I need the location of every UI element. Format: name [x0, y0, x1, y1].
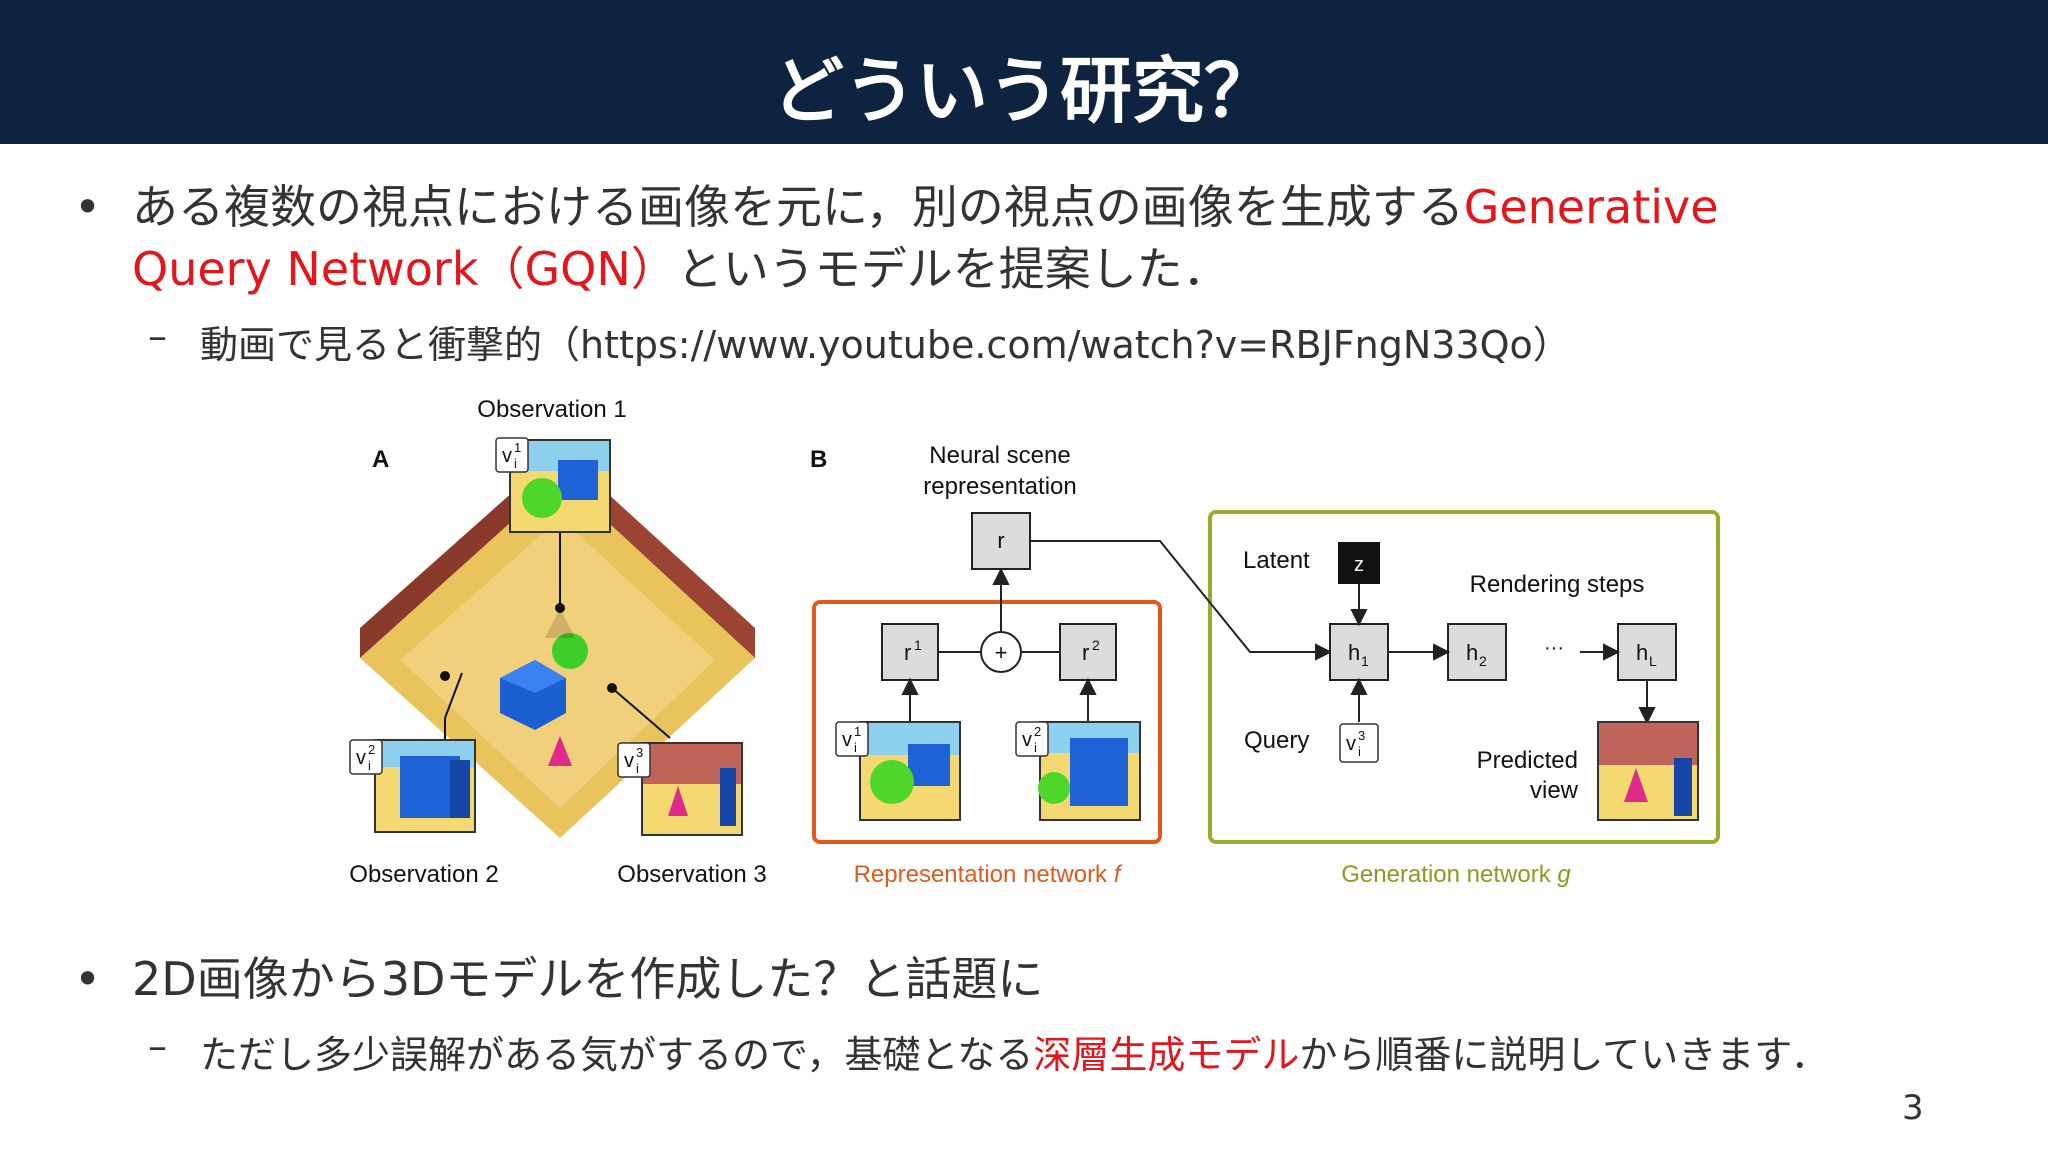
rep-v1-sub: i: [854, 740, 857, 755]
r-label: r: [997, 528, 1004, 553]
obs3-view-tag: v 3 i: [617, 742, 651, 778]
r1-sup: 1: [914, 637, 922, 653]
bullet-2: • 2D画像から3Dモデルを作成した？と話題に: [74, 948, 1932, 1010]
scene-rep-label-2: representation: [923, 473, 1076, 500]
predicted-label-1: Predicted: [1477, 747, 1578, 774]
rep-input-1-tag: v 1 i: [835, 721, 869, 757]
bullet-2-text: 2D画像から3Dモデルを作成した？と話題に: [132, 952, 1044, 1006]
predicted-view-thumbnail: [1597, 721, 1699, 821]
r-to-h1-arrow: [1030, 540, 1333, 661]
bullet-1: • ある複数の視点における画像を元に，別の視点の画像を生成するGenerativ…: [74, 176, 1932, 300]
rep-v2-tag: v: [1022, 729, 1032, 751]
obs3-label: Observation 3: [617, 861, 766, 888]
bullet-1-highlight-a: Generative: [1463, 180, 1719, 234]
rep-input-2-thumbnail: [1038, 721, 1141, 821]
latent-label: Latent: [1243, 547, 1310, 574]
gen-arrows: [1350, 584, 1656, 725]
plus-label: +: [995, 640, 1008, 665]
v3-sup: 3: [636, 745, 643, 760]
z-box: [1338, 542, 1380, 584]
rep-net-caption-f: f: [1114, 861, 1123, 888]
rep-net-caption-text: Representation network: [854, 861, 1114, 888]
rep-net-caption: Representation network f: [854, 861, 1123, 888]
v3-tag: v: [624, 750, 634, 772]
scene-rep-label-1: Neural scene: [929, 442, 1070, 469]
dash-icon: –: [148, 314, 167, 358]
rep-input-2-tag: v 2 i: [1015, 721, 1049, 757]
r1-label: r: [904, 640, 911, 665]
rep-v1-sup: 1: [854, 724, 861, 739]
hL-box: [1617, 623, 1677, 681]
bullet-2-sub-text: ただし多少誤解がある気がするので，基礎となる: [200, 1033, 1034, 1077]
obs3-thumbnail: [641, 742, 743, 836]
bullet-1-highlight-b: Query Network（GQN）: [132, 242, 677, 296]
bullet-dot: •: [74, 952, 102, 1006]
v1-sup: 1: [514, 440, 521, 455]
generation-network-box: [1208, 510, 1720, 844]
obs2-thumbnail: [374, 739, 476, 833]
v1-sub: i: [514, 456, 517, 471]
bullet-2-sub-after: から順番に説明していきます．: [1299, 1033, 1829, 1077]
hL-sub: L: [1649, 653, 1657, 669]
h2-label: h: [1466, 640, 1478, 665]
predicted-label-2: view: [1530, 777, 1579, 804]
gqn-figure: A Observation 1 v 1 i: [349, 396, 1720, 888]
query-label: Query: [1244, 727, 1309, 754]
v2-sub: i: [368, 758, 371, 773]
page-number: 3: [1902, 1088, 1924, 1128]
r2-sup: 2: [1092, 637, 1100, 653]
v2-sup: 2: [368, 742, 375, 757]
query-v3-tag: v: [1346, 733, 1356, 755]
h2-sub: 2: [1479, 653, 1487, 669]
gen-net-caption-g: g: [1557, 861, 1571, 888]
obs2-view-tag: v 2 i: [349, 739, 383, 775]
slide-title: どういう研究？: [771, 49, 1276, 133]
bullet-2-sub-highlight: 深層生成モデル: [1033, 1033, 1300, 1077]
panel-a-label: A: [372, 446, 389, 473]
rep-arrows: [901, 567, 1097, 722]
bullet-1-text: ある複数の視点における画像を元に，別の視点の画像を生成する: [132, 180, 1464, 234]
bullet-2-sub: – ただし多少誤解がある気がするので，基礎となる深層生成モデルから順番に説明して…: [148, 1024, 1829, 1079]
dash-icon: –: [148, 1024, 167, 1068]
v1-tag: v: [502, 445, 512, 467]
representation-network-box: [812, 600, 1162, 844]
h1-sub: 1: [1361, 653, 1369, 669]
rendering-steps-label: Rendering steps: [1470, 571, 1645, 598]
h1-label: h: [1348, 640, 1360, 665]
r2-label: r: [1082, 640, 1089, 665]
rep-v2-sup: 2: [1034, 724, 1041, 739]
query-view-tag: v 3 i: [1339, 723, 1379, 763]
hL-label: h: [1636, 640, 1648, 665]
panel-b-label: B: [810, 446, 827, 473]
video-link-text: 動画で見ると衝撃的（https://www.youtube.com/watch?…: [200, 323, 1571, 367]
bullet-dot: •: [74, 180, 102, 234]
bullet-1-sub: – 動画で見ると衝撃的（https://www.youtube.com/watc…: [148, 314, 1571, 369]
gen-net-caption: Generation network g: [1341, 861, 1571, 888]
bullet-1-text-after: というモデルを提案した．: [676, 242, 1229, 296]
rep-v1-tag: v: [842, 729, 852, 751]
rep-input-1-thumbnail: [859, 721, 961, 821]
obs1-label: Observation 1: [477, 396, 626, 423]
gen-net-caption-text: Generation network: [1341, 861, 1557, 888]
z-label: z: [1354, 554, 1364, 576]
obs1-view-tag: v 1 i: [495, 437, 529, 473]
rep-v2-sub: i: [1034, 740, 1037, 755]
ellipsis-label: ···: [1544, 637, 1564, 659]
query-v3-sup: 3: [1358, 728, 1365, 743]
title-bar: [0, 0, 2048, 144]
query-v3-sub: i: [1358, 744, 1361, 759]
v2-tag: v: [356, 747, 366, 769]
v3-sub: i: [636, 761, 639, 776]
obs2-label: Observation 2: [349, 861, 498, 888]
